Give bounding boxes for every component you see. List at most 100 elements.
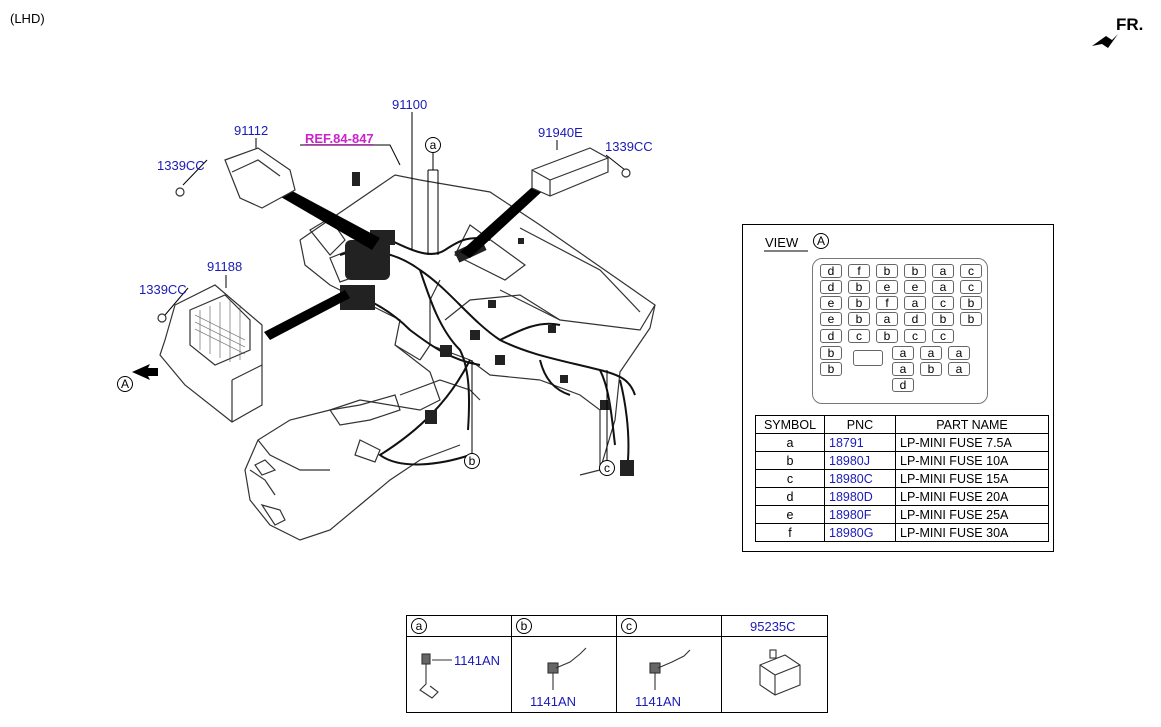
fuse-d: d — [820, 280, 842, 294]
fuse-a: a — [932, 264, 954, 278]
fuse-f: f — [876, 296, 898, 310]
fuse-a: a — [892, 362, 914, 376]
part-1141an-link-c[interactable]: 1141AN — [635, 694, 682, 709]
fuse-a: a — [892, 346, 914, 360]
dashboard-outline — [244, 174, 656, 541]
fuse-a: a — [932, 280, 954, 294]
front-arrow-icon — [1092, 34, 1118, 48]
front-direction-label: FR. — [1116, 15, 1144, 34]
part-1141an-link-b[interactable]: 1141AN — [530, 694, 577, 709]
fuse-c: c — [904, 329, 926, 343]
view-a-arrow-icon — [132, 364, 158, 380]
bolt-1339cc-label-b: 1339CC — [605, 139, 653, 154]
fuse-c: c — [932, 329, 954, 343]
table-row: a 18791 LP-MINI FUSE 7.5A — [755, 433, 1049, 452]
parts-cell-c: c 1141AN — [617, 616, 722, 712]
fuse-b: b — [932, 312, 954, 326]
fuse-c: c — [848, 329, 870, 343]
part-1141an-link-a[interactable]: 1141AN — [454, 653, 501, 668]
bottom-parts-drawings — [419, 647, 801, 699]
fuse-b: b — [960, 296, 982, 310]
parts-marker-a: a — [411, 618, 427, 634]
view-title: VIEW — [765, 235, 799, 250]
part-91112-label: 91112 — [234, 123, 269, 138]
pnc-link[interactable]: 18980C — [824, 469, 896, 488]
fuse-e: e — [820, 296, 842, 310]
symbol-cell: d — [755, 487, 825, 506]
leader-lines — [164, 112, 626, 462]
view-a-box — [742, 224, 1054, 552]
fuse-a: a — [948, 346, 970, 360]
fuse-b: b — [904, 264, 926, 278]
fuse-a: a — [876, 312, 898, 326]
parts-table: a 1141AN b 1141AN c 1141AN 95235C — [406, 615, 828, 713]
table-row: d 18980D LP-MINI FUSE 20A — [755, 487, 1049, 506]
fuse-table: SYMBOL PNC PART NAME a 18791 LP-MINI FUS… — [755, 415, 1049, 542]
fuse-d: d — [820, 329, 842, 343]
col-symbol-header: SYMBOL — [755, 415, 825, 434]
symbol-cell: c — [755, 469, 825, 488]
part-95235c-link[interactable]: 95235C — [750, 619, 796, 634]
fuse-e: e — [820, 312, 842, 326]
fuse-b: b — [848, 312, 870, 326]
fuse-a: a — [904, 296, 926, 310]
pnc-link[interactable]: 18980D — [824, 487, 896, 506]
symbol-cell: e — [755, 505, 825, 524]
module-91940e-drawing — [531, 147, 631, 197]
fuse-a: a — [948, 362, 970, 376]
table-row: e 18980F LP-MINI FUSE 25A — [755, 505, 1049, 524]
variant-label: (LHD) — [10, 11, 45, 26]
fuse-b: b — [848, 296, 870, 310]
fuse-b: b — [876, 329, 898, 343]
pnc-link[interactable]: 18980J — [824, 451, 896, 470]
harness-wires — [339, 234, 636, 466]
parts-cell-95235c: 95235C — [722, 616, 827, 712]
part-91100-label: 91100 — [392, 97, 428, 112]
fuse-slot-empty — [853, 350, 883, 366]
pnc-link[interactable]: 18791 — [824, 433, 896, 452]
ref-84-847-label[interactable]: REF.84-847 — [305, 131, 374, 146]
part-name-cell: LP-MINI FUSE 10A — [895, 451, 1049, 470]
part-name-cell: LP-MINI FUSE 15A — [895, 469, 1049, 488]
view-letter-circle: A — [813, 233, 829, 249]
module-91112-drawing — [175, 147, 296, 209]
col-part-name-header: PART NAME — [895, 415, 1049, 434]
pnc-link[interactable]: 18980F — [824, 505, 896, 524]
parts-marker-c: c — [621, 618, 637, 634]
fuse-c: c — [960, 264, 982, 278]
part-name-cell: LP-MINI FUSE 30A — [895, 523, 1049, 542]
fuse-e: e — [876, 280, 898, 294]
marker-b-circle: b — [464, 453, 480, 469]
fuse-f: f — [848, 264, 870, 278]
pnc-link[interactable]: 18980G — [824, 523, 896, 542]
fuse-b: b — [876, 264, 898, 278]
table-row: b 18980J LP-MINI FUSE 10A — [755, 451, 1049, 470]
pointer-wedges — [262, 178, 548, 340]
symbol-cell: b — [755, 451, 825, 470]
fuse-b: b — [960, 312, 982, 326]
fuse-c: c — [960, 280, 982, 294]
fuse-b: b — [848, 280, 870, 294]
fuse-a: a — [920, 346, 942, 360]
part-name-cell: LP-MINI FUSE 25A — [895, 505, 1049, 524]
fuse-b: b — [920, 362, 942, 376]
bolt-1339cc-label-c: 1339CC — [139, 282, 187, 297]
parts-marker-b: b — [516, 618, 532, 634]
part-91940e-label: 91940E — [538, 125, 583, 140]
view-a-marker-circle: A — [117, 376, 133, 392]
symbol-cell: a — [755, 433, 825, 452]
table-row: f 18980G LP-MINI FUSE 30A — [755, 523, 1049, 542]
part-91188-label: 91188 — [207, 259, 243, 274]
part-name-cell: LP-MINI FUSE 7.5A — [895, 433, 1049, 452]
part-name-cell: LP-MINI FUSE 20A — [895, 487, 1049, 506]
bolt-1339cc-label-a: 1339CC — [157, 158, 205, 173]
fuse-d: d — [820, 264, 842, 278]
fuse-b: b — [820, 346, 842, 360]
parts-cell-b: b 1141AN — [512, 616, 617, 712]
parts-cell-a: a 1141AN — [407, 616, 512, 712]
symbol-cell: f — [755, 523, 825, 542]
fuse-c: c — [932, 296, 954, 310]
col-pnc-header: PNC — [824, 415, 896, 434]
fuse-b: b — [820, 362, 842, 376]
